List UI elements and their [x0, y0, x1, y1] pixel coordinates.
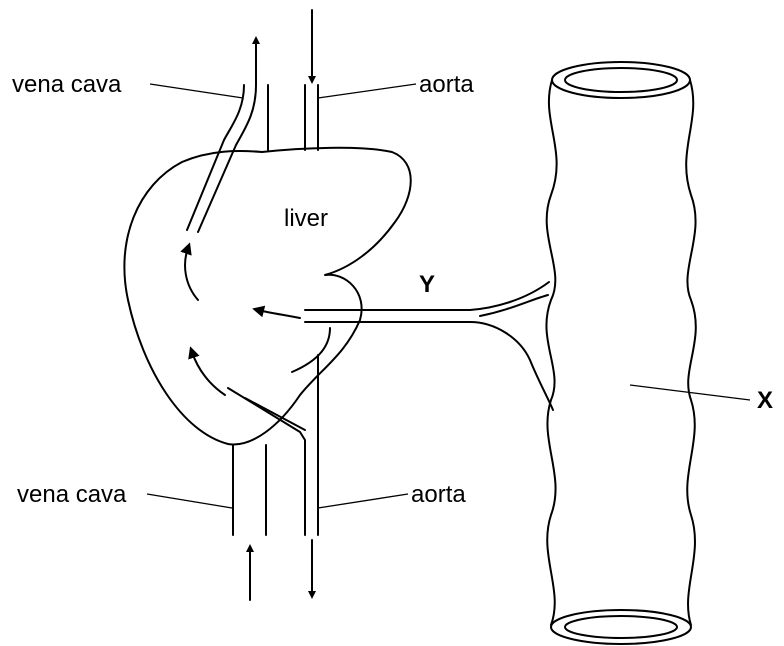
vena-cava-lower — [233, 445, 266, 600]
label-x: X — [757, 387, 773, 414]
label-vena-cava-bottom: vena cava — [17, 481, 127, 508]
intestine-bottom-inner — [565, 616, 677, 638]
label-liver: liver — [284, 205, 328, 232]
liver-inner-fold — [292, 328, 330, 372]
flow-arrows — [185, 248, 300, 395]
label-aorta-bottom: aorta — [411, 481, 466, 508]
label-vena-cava-top: vena cava — [12, 71, 122, 98]
vena-cava-upper — [187, 40, 268, 232]
label-aorta-top: aorta — [419, 71, 474, 98]
label-y: Y — [419, 271, 435, 298]
intestine-top-inner — [565, 68, 677, 92]
intestine — [546, 62, 695, 644]
aorta-upper — [305, 10, 318, 150]
vessel-y — [305, 282, 553, 410]
liver-outline — [124, 148, 410, 445]
